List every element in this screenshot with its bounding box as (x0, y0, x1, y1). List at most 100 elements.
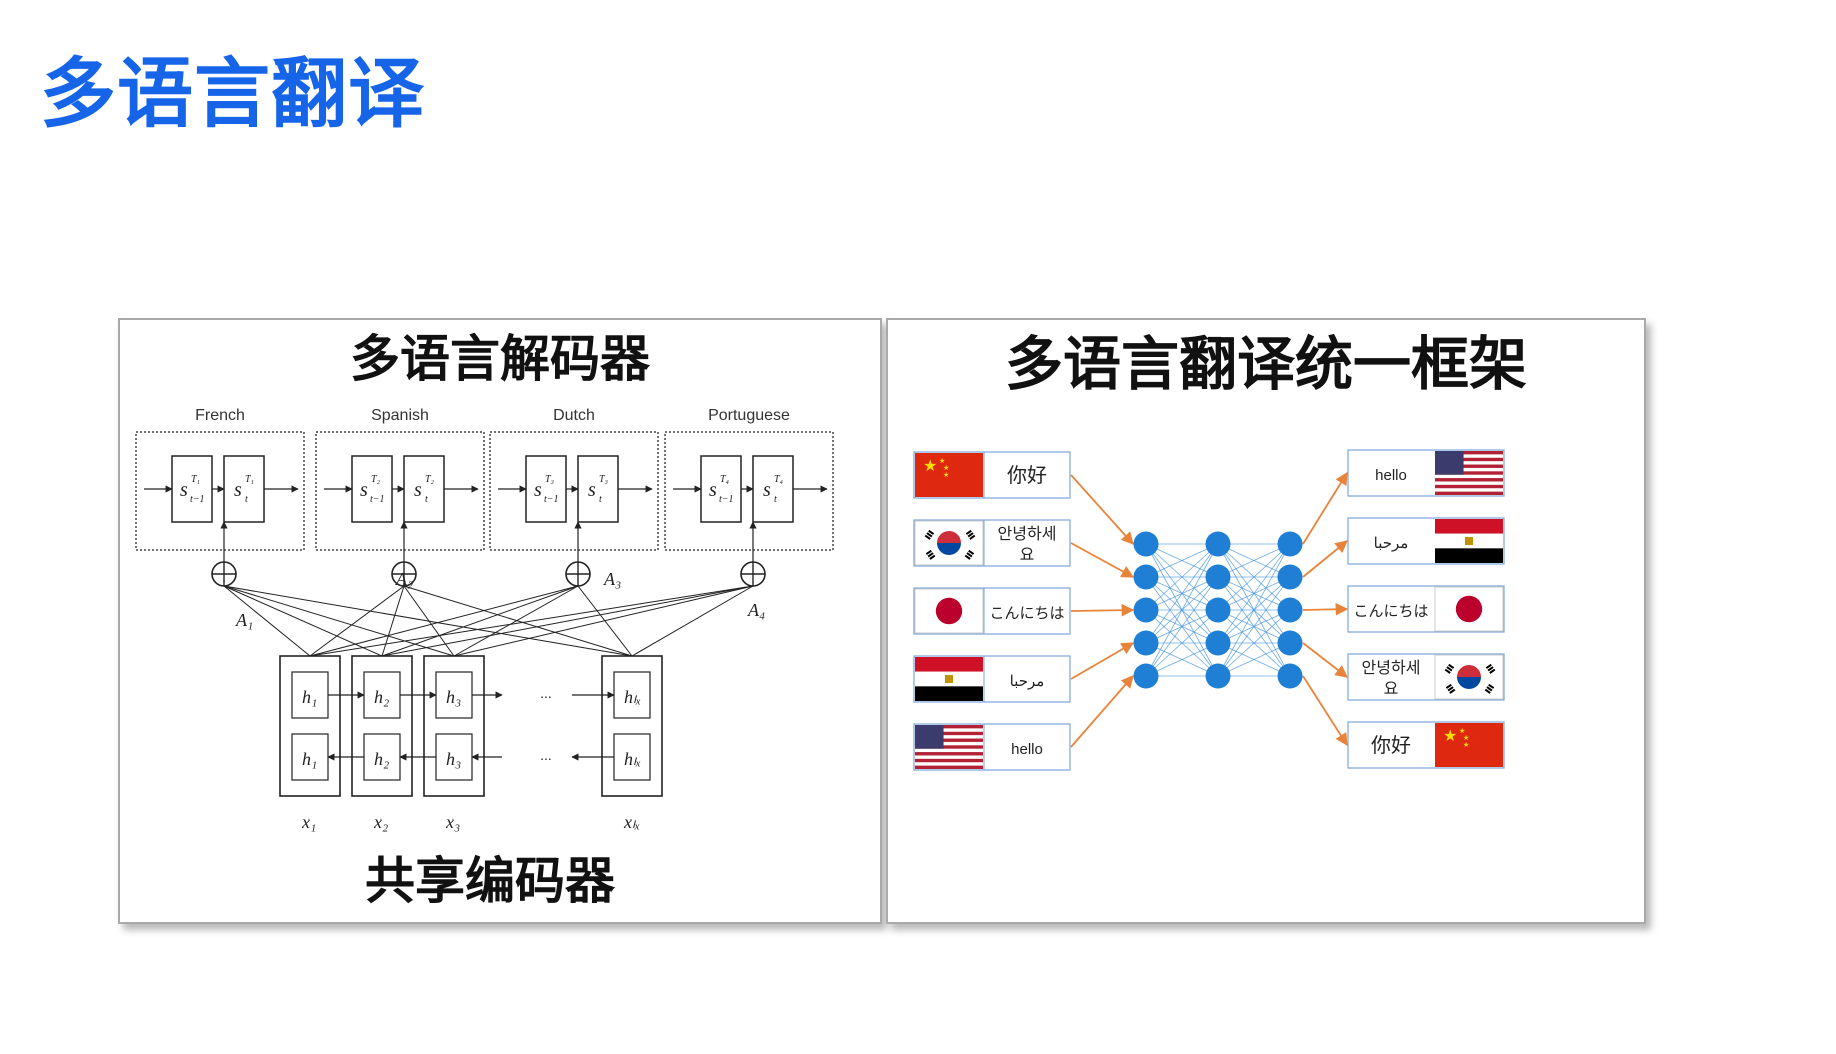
decoder-prev-state-sub: t−1 (370, 494, 385, 505)
usa-stripe (915, 758, 983, 763)
trigram-bar (929, 554, 936, 560)
network-edge (1145, 642, 1219, 677)
eagle-emblem (945, 675, 953, 683)
greeting-text-line2: 요 (1384, 681, 1399, 698)
trigram-bar (927, 552, 934, 558)
usa-stripe (1435, 478, 1503, 482)
greeting-text: hello (1011, 741, 1043, 758)
network-node (1133, 630, 1159, 656)
network-node (1277, 531, 1303, 557)
greeting-text: مرحبا (1374, 535, 1409, 552)
usa-stripe (1435, 464, 1503, 468)
trigram-bar (1445, 683, 1452, 689)
trigram-bar (1446, 666, 1453, 672)
trigram-bar (1448, 663, 1455, 669)
output-arrow (1302, 471, 1348, 545)
attention-label: A₄ (747, 600, 765, 620)
network-node (1277, 663, 1303, 689)
encoder-forward-state: h₁ (302, 687, 317, 707)
decoder-prev-state-sub: t−1 (544, 494, 559, 505)
input-greeting-card: ★★★★你好 (913, 451, 1071, 499)
encoder-input-token: xₗₓ (623, 812, 640, 832)
star-icon: ★ (1443, 726, 1457, 745)
network-node (1133, 564, 1159, 590)
usa-stripe (1435, 451, 1503, 455)
decoder-state-sub: t (599, 494, 602, 505)
trigram-bar (965, 529, 972, 535)
decoder-prev-state-symbol: s (360, 479, 368, 501)
greeting-text: 你好 (1371, 734, 1411, 757)
decoder-cell (403, 455, 445, 523)
decoder-prev-state-sub: t−1 (719, 494, 734, 505)
japan-sun (935, 597, 963, 625)
attention-edge (223, 585, 455, 657)
network-edge (1217, 543, 1291, 611)
decoder-state-sup: T₄ (774, 474, 784, 485)
taegeuk-red (937, 531, 961, 543)
attention-edge (453, 585, 579, 657)
attention-label: A₁ (235, 610, 253, 630)
decoder-language-label: Dutch (553, 407, 595, 424)
input-greeting-card: مرحبا (913, 655, 1071, 703)
decoder-panel-title: 多语言解码器 (350, 330, 651, 388)
decoder-prev-state-sup: T₃ (545, 474, 555, 485)
decoder-state-sup: T₁ (245, 474, 254, 485)
decoder-state-sub: t (425, 494, 428, 505)
input-arrow (1070, 542, 1135, 578)
encoder-ellipsis: ... (540, 747, 552, 763)
attention-label: A₂ (395, 569, 413, 589)
decoder-state-sup: T₂ (425, 474, 435, 485)
decoder-prev-state-sup: T₁ (191, 474, 200, 485)
star-icon: ★ (923, 456, 937, 475)
decoder-state-symbol: s (234, 479, 242, 501)
network-edge (1217, 543, 1291, 677)
network-edge (1217, 609, 1291, 677)
attention-edge (381, 585, 754, 657)
star-icon: ★ (939, 457, 945, 465)
network-node (1205, 663, 1231, 689)
decoder-cell (752, 455, 794, 523)
output-greeting-card: ★★★★你好 (1347, 721, 1505, 769)
attention-edge (223, 585, 633, 657)
network-edge (1145, 576, 1219, 677)
input-greeting-card: hello (913, 723, 1071, 771)
trigram-bar (1447, 686, 1454, 692)
network-edge (1217, 642, 1291, 677)
usa-stripe (915, 725, 983, 729)
decoder-state-symbol: s (414, 479, 422, 501)
encoder-backward-cell (435, 733, 473, 781)
encoder-input-token: x₂ (373, 812, 388, 832)
attention-edge (631, 585, 754, 657)
encoder-ellipsis: ... (540, 685, 552, 701)
slide-title: 多语言翻译 (40, 49, 425, 138)
encoder-forward-state: h₂ (374, 687, 389, 707)
encoder-input-token: x₃ (445, 812, 460, 832)
encoder-forward-state: hₗₓ (624, 687, 641, 707)
encoder-forward-cell (435, 671, 473, 719)
translation-framework-diagram: 多语言翻译统一框架★★★★你好안녕하세요こんにちはمرحباhellohello… (913, 330, 1527, 771)
usa-stripe (1435, 471, 1503, 475)
decoder-language-label: Spanish (371, 407, 429, 424)
network-node (1205, 531, 1231, 557)
network-edge (1145, 543, 1219, 611)
decoder-cell (577, 455, 619, 523)
decoder-dashed-box (135, 431, 305, 551)
decoder-prev-state-sub: t−1 (190, 494, 205, 505)
greeting-text-line2: 요 (1020, 547, 1035, 564)
decoder-state-sub: t (245, 494, 248, 505)
output-greeting-card: hello (1347, 449, 1505, 497)
greeting-text: こんにちは (989, 605, 1064, 622)
output-greeting-card: مرحبا (1347, 517, 1505, 565)
decoder-cell (223, 455, 265, 523)
network-edge (1217, 543, 1291, 644)
trigram-bar (969, 534, 976, 540)
encoder-backward-state: h₁ (302, 749, 317, 769)
decoder-prev-cell (171, 455, 213, 523)
output-arrow (1302, 602, 1349, 616)
network-edge (1217, 576, 1291, 677)
trigram-bar (925, 549, 932, 555)
decoder-prev-state-symbol: s (180, 479, 188, 501)
attention-edge (309, 585, 754, 657)
